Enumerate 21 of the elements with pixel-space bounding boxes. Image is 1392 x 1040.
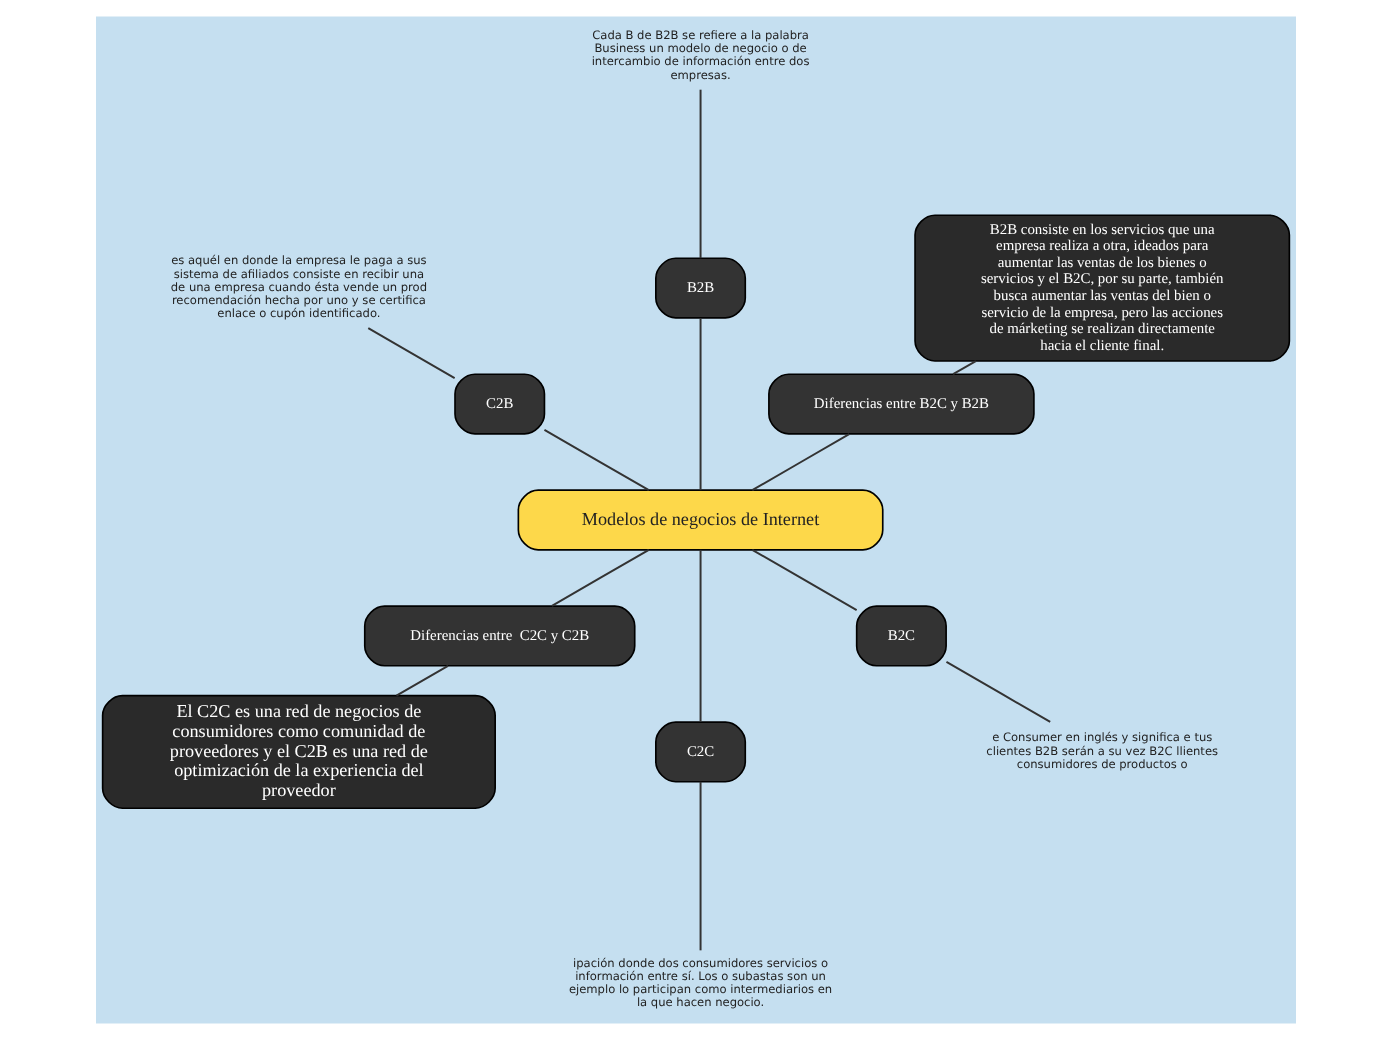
node-box: B2B consiste en los servicios que una empresa realiza a otra, ideados para aumentar las ventas de los bienes o servicios y el B2C, por su parte, también busca aumentar las ventas del bien o servicio de la empresa, pero las acciones de márketing se realizan directamente hacia el cliente final. bbox=[914, 214, 1291, 362]
connector bbox=[952, 360, 977, 376]
node-box: C2C bbox=[655, 721, 747, 783]
connector bbox=[699, 88, 702, 260]
connector bbox=[699, 548, 702, 723]
connector bbox=[550, 548, 650, 607]
node-box: Diferencias entre B2C y B2B bbox=[768, 373, 1035, 435]
connector bbox=[945, 661, 1052, 723]
node-box: B2B bbox=[655, 257, 747, 319]
connector bbox=[543, 428, 650, 492]
node-box: El C2C es una red de negocios de consumidores como comunidad de proveedores y el C2B es una red de optimización de la experiencia del proveedor bbox=[101, 694, 496, 810]
connector bbox=[395, 664, 449, 697]
node-box: Modelos de negocios de Internet bbox=[517, 489, 884, 551]
connector bbox=[699, 317, 702, 492]
connector bbox=[751, 548, 858, 612]
connector bbox=[367, 327, 456, 379]
connector bbox=[699, 780, 702, 952]
node-box: C2B bbox=[454, 373, 546, 435]
node-box: Diferencias entre C2C y C2B bbox=[363, 605, 636, 667]
connector bbox=[751, 433, 851, 492]
node-box: B2C bbox=[855, 605, 947, 667]
